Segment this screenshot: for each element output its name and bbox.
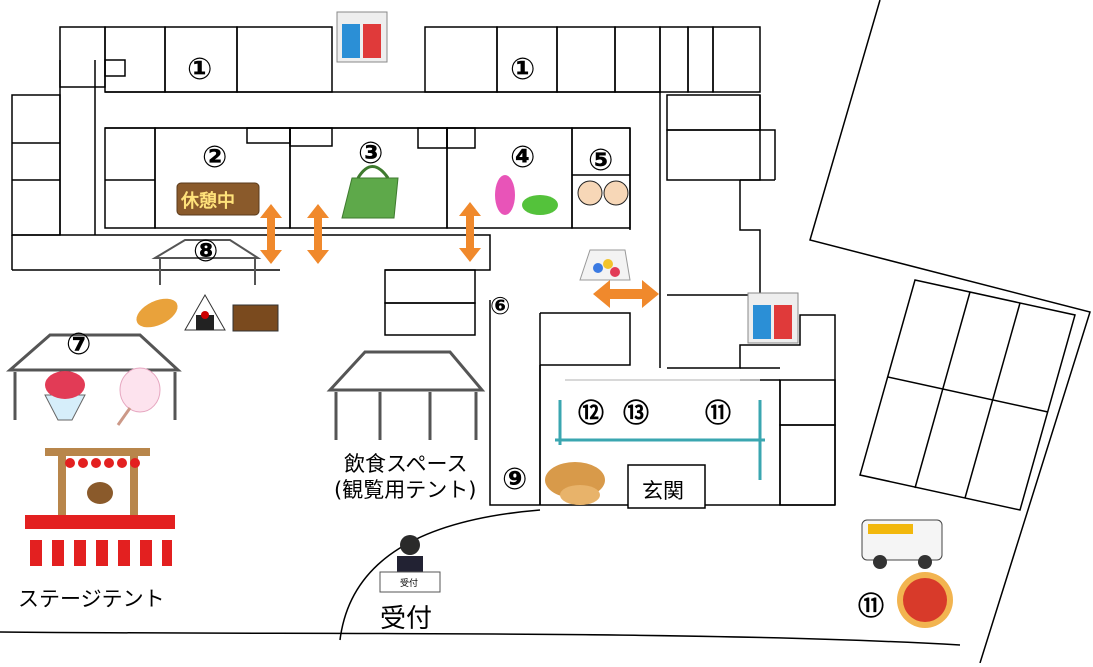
tent-7: [6, 333, 182, 420]
marker-11-booth: ⑪: [705, 399, 732, 429]
balloon-art: [495, 175, 558, 215]
shaved-ice-cotton-candy: [44, 367, 161, 426]
rest-sign: [176, 182, 260, 216]
marker-9: ⑨: [502, 462, 528, 497]
marker-1-left: ①: [187, 52, 213, 87]
reception-desk-text: 受付: [400, 579, 419, 589]
bread-illustration: [545, 462, 605, 505]
marker-8: ⑧: [193, 234, 219, 269]
marker-11-pizza: ⑪: [858, 592, 885, 622]
rest-sign-text: 休憩中: [181, 191, 235, 212]
marker-5: ⑤: [588, 143, 614, 178]
pizza: [897, 572, 953, 628]
tent-8: [151, 239, 262, 285]
entrance-label: 玄関: [642, 479, 684, 503]
marker-2: ②: [202, 140, 228, 175]
eating-tent: [326, 350, 486, 440]
marker-1-right: ①: [510, 52, 536, 87]
direction-arrows: [260, 202, 659, 308]
marker-6: ⑥: [490, 292, 511, 320]
food-items-8: [136, 293, 279, 332]
stage-tent-label: ステージテント: [18, 587, 165, 611]
eating-space-sublabel: (観覧用テント): [334, 478, 477, 502]
marker-7: ⑦: [66, 327, 92, 362]
kids-illustration: [577, 180, 629, 206]
reception-label: 受付: [380, 604, 433, 634]
building-floorplan: [11, 26, 836, 509]
marker-12: ⑫: [578, 399, 605, 429]
marker-4: ④: [510, 140, 536, 175]
restroom-top-icon: [336, 11, 388, 63]
candy-bag: [579, 249, 631, 281]
eating-space-label: 飲食スペース: [344, 452, 468, 476]
booth-frame: [555, 379, 765, 480]
restroom-right-icon: [747, 292, 799, 344]
food-truck: [861, 519, 943, 569]
stage-tent-illustration: [25, 448, 175, 566]
marker-3: ③: [358, 136, 384, 171]
marker-13: ⑬: [623, 399, 650, 429]
green-bag: [341, 165, 399, 219]
receptionist: [379, 535, 441, 593]
parking-lot: [859, 279, 1076, 511]
